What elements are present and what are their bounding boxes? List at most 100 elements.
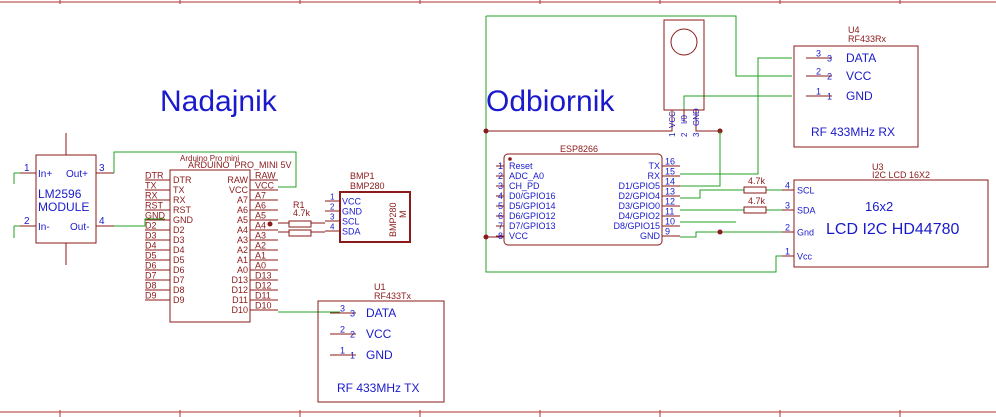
arduino-right-pin-label: D12 (231, 285, 248, 295)
rf-tx-ref: U1 (374, 282, 386, 292)
lcd-pin-label: SDA (797, 206, 816, 216)
esp8266-right-pin-label: D8/GPIO15 (613, 221, 660, 231)
transmitter-title: Nadajnik (160, 85, 278, 118)
lcd-pin-label: Gnd (797, 228, 814, 238)
esp8266-left-pin-label: D5/GPIO14 (509, 201, 556, 211)
arduino-left-pin-outer-label: DTR (145, 171, 164, 181)
lm2596-pin2-label: In- (38, 222, 50, 233)
bmp280-pin-num: 4 (330, 223, 335, 232)
bmp280-pin-num: 1 (330, 193, 335, 202)
rx-pullup-resistors[interactable]: 4.7k 4.7k (743, 176, 767, 214)
esp8266-right-pin-num: 16 (665, 157, 675, 167)
lm2596-pin2-num: 2 (24, 216, 30, 227)
lm2596-pin1-num: 1 (24, 163, 30, 174)
lm2596-name-line2: MODULE (38, 200, 89, 214)
arduino-left-pin-label: TX (173, 185, 185, 195)
rf-rx-pin-num-inner: 1 (827, 92, 832, 102)
dht-pin-vcc: VCC (668, 111, 677, 128)
arduino-left-pin-outer-label: D3 (145, 231, 157, 241)
rf-tx-pin-label: GND (366, 348, 393, 362)
rf-rx-pin-num-inner: 3 (827, 54, 832, 64)
rf-rx-pin-num: 1 (816, 87, 821, 97)
arduino-left-pin-label: D5 (173, 255, 185, 265)
arduino-right-pin-outer-label: A2 (255, 241, 266, 251)
rf-tx-pin-num: 1 (340, 346, 345, 356)
rf-tx-title: RF 433MHz TX (337, 381, 419, 395)
arduino-right-pin-label: A5 (237, 215, 248, 225)
esp8266-left-pin-label: Reset (509, 161, 533, 171)
esp8266-name: ESP8266 (560, 144, 598, 154)
dht-pin-io: I/0 (680, 115, 689, 124)
arduino-pro-mini[interactable]: Arduino Pro mini ARDUINO_PRO_MINI 5V DTR… (145, 154, 292, 323)
dht-pin2-num: 2 (680, 132, 689, 137)
lm2596-module[interactable]: 1 In+ 2 In- 3 Out+ 4 Out- LM2596 MODULE (20, 133, 114, 265)
arduino-left-pin-outer-label: GND (145, 211, 166, 221)
rx-resistor-1-value: 4.7k (748, 176, 766, 186)
bmp280-side: M (398, 211, 408, 219)
r1-resistor[interactable]: R1 4.7k (288, 200, 312, 237)
bmp280-ref: BMP1 (350, 171, 375, 181)
arduino-right-pin-outer-label: A3 (255, 231, 266, 241)
arduino-right-pin-label: D13 (231, 275, 248, 285)
rf-tx-pin-label: VCC (366, 327, 392, 341)
lcd-pin-label: SCL (797, 186, 815, 196)
arduino-right-pin-label: A0 (237, 265, 248, 275)
lcd-line2: LCD I2C HD44780 (826, 221, 960, 238)
rf-tx-pin-num-inner: 3 (350, 309, 355, 319)
arduino-right-pin-outer-label: A0 (255, 261, 266, 271)
bmp280-pin-label: GND (342, 207, 363, 217)
esp8266-left-pin-num: 5 (498, 201, 503, 211)
lm2596-pin4-num: 4 (99, 216, 105, 227)
receiver-title: Odbiornik (486, 85, 615, 118)
arduino-left-pin-label: D4 (173, 245, 185, 255)
esp8266-right-pin-label: D1/GPIO5 (618, 181, 660, 191)
arduino-right-pin-label: A7 (237, 195, 248, 205)
esp8266-right-pin-label: D4/GPIO2 (618, 211, 660, 221)
arduino-value: ARDUINO_PRO_MINI 5V (188, 160, 292, 170)
r1-value: 4.7k (293, 208, 311, 218)
rf-rx-pin-num: 2 (816, 67, 821, 77)
arduino-left-pin-label: D8 (173, 285, 185, 295)
arduino-left-pin-outer-label: TX (145, 181, 157, 191)
esp8266-left-pin-num: 1 (498, 161, 503, 171)
lcd-line1: 16x2 (865, 199, 893, 214)
rf-rx-pin-num-inner: 2 (827, 72, 832, 82)
esp8266-right-pin-label: RX (647, 171, 660, 181)
arduino-left-pin-label: D9 (173, 295, 185, 305)
arduino-left-pin-label: D6 (173, 265, 185, 275)
arduino-right-pin-outer-label: D11 (255, 291, 271, 301)
esp8266-left-pin-num: 3 (498, 181, 503, 191)
arduino-right-pin-label: D10 (231, 305, 248, 315)
arduino-left-pin-outer-label: D4 (145, 241, 157, 251)
rf-tx-pin-num: 3 (340, 304, 345, 314)
lm2596-wires (13, 151, 297, 238)
arduino-right-pin-outer-label: RAW (255, 171, 276, 181)
arduino-right-pin-outer-label: A4 (255, 221, 266, 231)
arduino-right-pin-outer-label: A5 (255, 211, 266, 221)
arduino-bmp-wires (267, 221, 340, 313)
rf-tx-value: RF433Tx (374, 291, 412, 301)
dht-sensor[interactable]: VCC I/0 GND 1 2 3 (663, 19, 705, 137)
arduino-right-pin-label: VCC (229, 185, 249, 195)
arduino-name: Arduino Pro mini (180, 154, 239, 163)
esp8266-right-pin-num: 13 (665, 187, 675, 197)
rf-tx-pin-num-inner: 1 (350, 351, 355, 361)
arduino-left-pin-outer-label: D5 (145, 251, 157, 261)
lm2596-pin3-num: 3 (99, 163, 105, 174)
bmp280-pin-label: SCL (342, 217, 360, 227)
arduino-right-pin-label: RAW (227, 175, 248, 185)
esp8266-left-pin-label: D7/GPIO13 (509, 221, 556, 231)
lcd-pin-num: 1 (785, 247, 790, 257)
r1-ref: R1 (293, 200, 305, 210)
rf-rx-title: RF 433MHz RX (811, 125, 895, 139)
rf-tx-pin-num: 2 (340, 325, 345, 335)
arduino-right-pin-label: A2 (237, 245, 248, 255)
arduino-left-pin-label: DTR (173, 175, 192, 185)
esp8266-right-pin-label: D3/GPIO0 (618, 201, 660, 211)
rf-tx-pin-num-inner: 2 (350, 330, 355, 340)
